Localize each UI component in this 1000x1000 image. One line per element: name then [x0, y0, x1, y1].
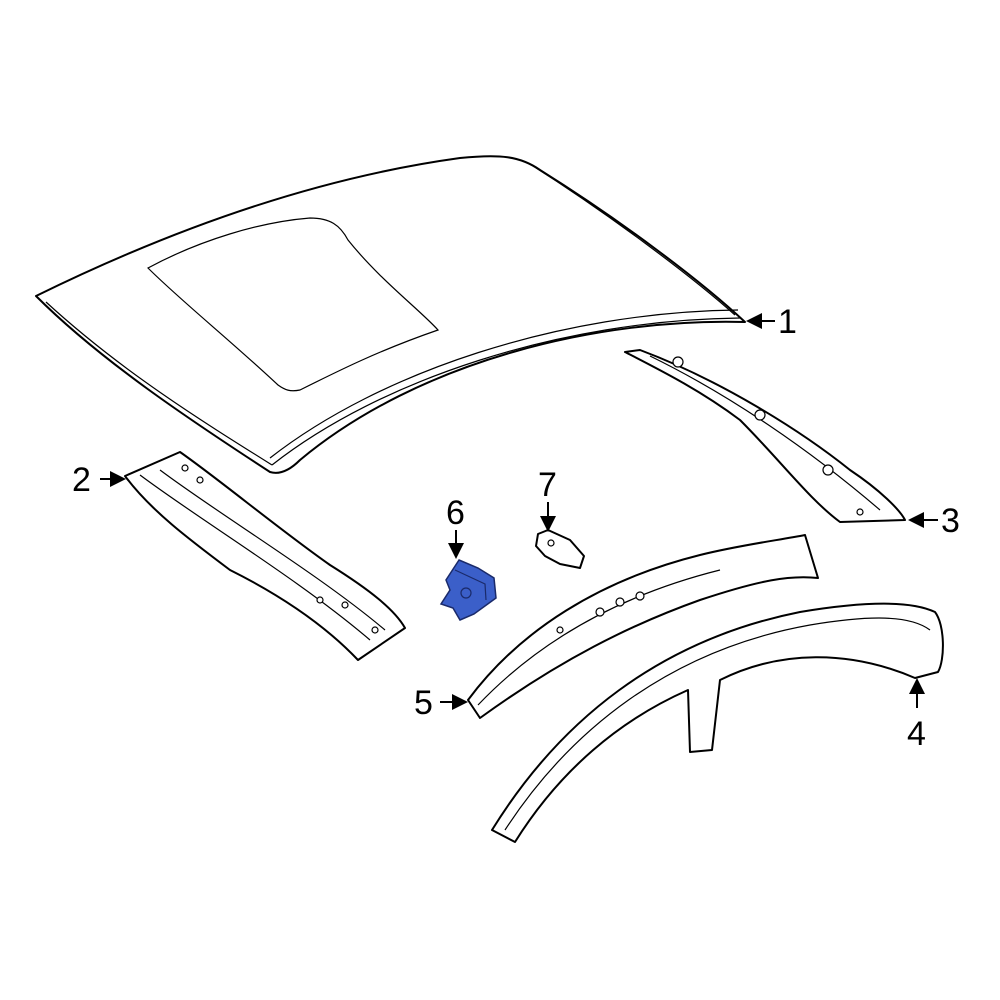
svg-text:3: 3	[941, 502, 960, 540]
callout-1: 1	[746, 303, 797, 341]
svg-text:7: 7	[538, 466, 557, 504]
svg-text:5: 5	[414, 684, 433, 722]
part-2-front-header[interactable]	[124, 451, 406, 661]
svg-text:1: 1	[778, 303, 797, 341]
callout-2: 2	[72, 461, 126, 499]
callout-7: 7	[538, 466, 557, 532]
svg-text:4: 4	[907, 715, 926, 753]
callout-4: 4	[907, 678, 926, 753]
part-7-bracket[interactable]	[535, 529, 585, 569]
svg-text:6: 6	[446, 494, 465, 532]
part-5-roof-rail-inner[interactable]	[467, 534, 819, 719]
callout-5: 5	[414, 684, 468, 722]
part-3-rear-header[interactable]	[624, 349, 906, 523]
part-1-roof-panel[interactable]	[35, 155, 746, 474]
svg-text:2: 2	[72, 461, 91, 499]
callout-6: 6	[446, 494, 465, 559]
part-4-roof-rail-outer[interactable]	[491, 602, 944, 843]
part-6-bracket-highlighted[interactable]	[439, 559, 497, 621]
callout-3: 3	[908, 502, 960, 540]
